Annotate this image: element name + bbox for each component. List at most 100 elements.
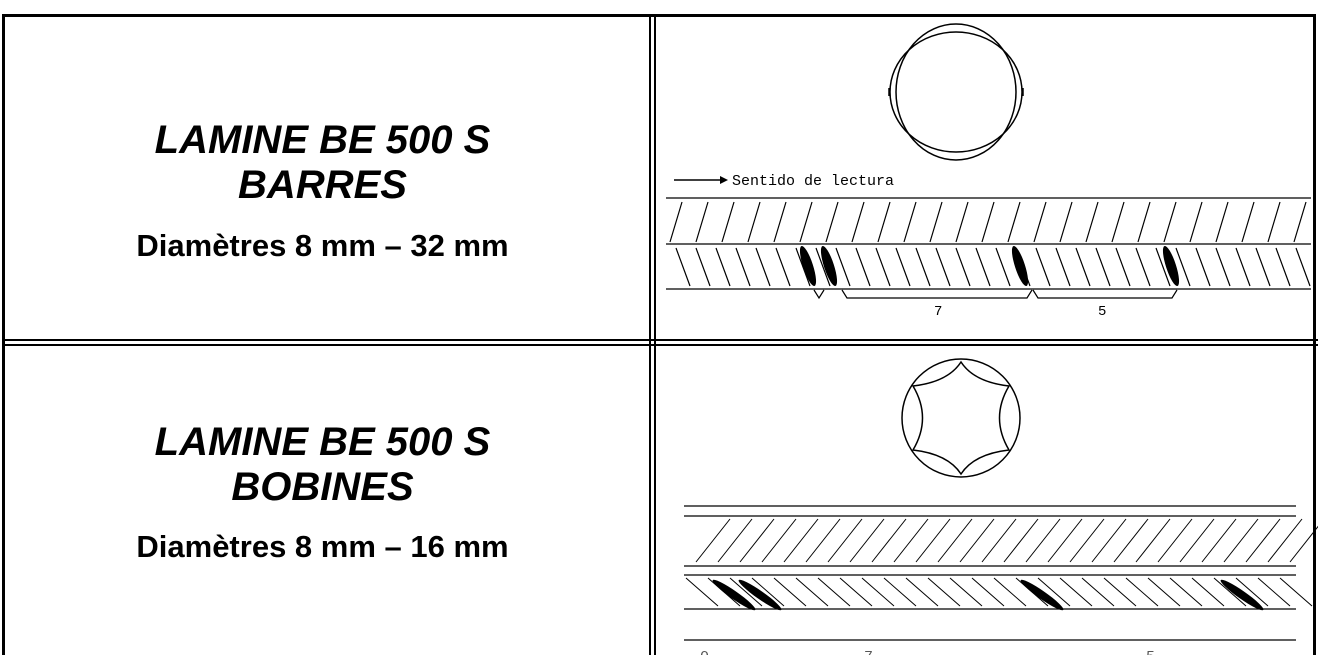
rib-line [1215, 247, 1231, 287]
rib-line [735, 247, 751, 287]
rib-line [685, 577, 719, 607]
rib-line [1095, 247, 1111, 287]
rib-line [773, 577, 807, 607]
rib-line [915, 518, 951, 563]
bobines-rib-diagram: 0 7 5 [684, 358, 1318, 655]
rib-line [1235, 247, 1251, 287]
rib-line [905, 577, 939, 607]
rib-line [773, 201, 787, 243]
rib-line [751, 577, 785, 607]
rib-line [903, 201, 917, 243]
rib-line [817, 577, 851, 607]
rib-line [1169, 577, 1203, 607]
count-braces [813, 289, 1178, 300]
rib-line [1075, 247, 1091, 287]
rib-line [877, 201, 891, 243]
rib-line [1295, 247, 1311, 287]
rib-line [1081, 577, 1115, 607]
mark-count: 5 [1146, 649, 1155, 655]
rib-line [927, 577, 961, 607]
row-divider [2, 339, 1318, 341]
rib-line [893, 518, 929, 563]
rib-line [1257, 577, 1291, 607]
rib-line [825, 201, 839, 243]
bobines-cross-section [901, 358, 1021, 478]
rib-line [929, 201, 943, 243]
rib-line [1293, 201, 1307, 243]
barres-rib-diagram: Sentido de lectura 7 5 [666, 23, 1311, 320]
upper-ribs [695, 518, 1318, 563]
rib-line [1033, 201, 1047, 243]
rib-line [669, 201, 683, 243]
mark-count: 0 [700, 649, 709, 655]
product-title: LAMINE BE 500 S BOBINES [40, 420, 605, 510]
rib-line [1213, 577, 1247, 607]
rib-line [971, 577, 1005, 607]
upper-ribs [669, 201, 1307, 243]
mark-count: 7 [934, 304, 942, 320]
rib-line [1059, 201, 1073, 243]
bar-outline [666, 197, 1311, 290]
rib-line [1135, 247, 1151, 287]
rib-line [1267, 201, 1281, 243]
rib-line [959, 518, 995, 563]
rib-line [755, 247, 771, 287]
product-title: LAMINE BE 500 S BARRES [40, 118, 605, 208]
rib-line [1091, 518, 1127, 563]
rib-line [717, 518, 753, 563]
rib-line [981, 518, 1017, 563]
rib-line [1175, 247, 1191, 287]
rib-line [815, 247, 831, 287]
rib-line [955, 201, 969, 243]
rib-line [739, 518, 775, 563]
rib-line [851, 201, 865, 243]
rib-line [1069, 518, 1105, 563]
reading-direction-label: Sentido de lectura [732, 173, 894, 190]
rib-line [1059, 577, 1093, 607]
rib-line [895, 247, 911, 287]
rib-line [1037, 577, 1071, 607]
rib-line [937, 518, 973, 563]
row-divider [2, 344, 1318, 346]
rib-line [1163, 201, 1177, 243]
rib-line [875, 247, 891, 287]
rib-line [1195, 247, 1211, 287]
rib-line [1241, 201, 1255, 243]
mark-count: 5 [1098, 304, 1106, 320]
rib-line [849, 518, 885, 563]
rib-line [805, 518, 841, 563]
rib-line [1103, 577, 1137, 607]
product-title-line1: LAMINE BE 500 S [154, 118, 491, 162]
rib-line [1191, 577, 1225, 607]
product-title-line1: LAMINE BE 500 S [154, 420, 491, 464]
lower-ribs [675, 247, 1311, 287]
rib-line [1137, 201, 1151, 243]
rib-line [949, 577, 983, 607]
rib-line [1289, 525, 1318, 563]
rib-line [1275, 247, 1291, 287]
rib-line [1157, 518, 1193, 563]
rib-line [1135, 518, 1171, 563]
column-divider [654, 14, 656, 655]
rib-line [695, 518, 731, 563]
rib-line [799, 201, 813, 243]
mark-count: 7 [864, 649, 873, 655]
rib-line [1267, 518, 1303, 563]
rib-line [855, 247, 871, 287]
rib-line [775, 247, 791, 287]
rib-line [1255, 247, 1271, 287]
rib-line [981, 201, 995, 243]
rib-line [955, 247, 971, 287]
rib-line [1155, 247, 1171, 287]
rib-line [761, 518, 797, 563]
rib-line [1201, 518, 1237, 563]
rib-line [871, 518, 907, 563]
rib-line [915, 247, 931, 287]
rib-line [975, 247, 991, 287]
rib-line [695, 247, 711, 287]
rib-line [995, 247, 1011, 287]
product-title-line2: BOBINES [231, 465, 414, 509]
diameter-range: Diamètres 8 mm – 32 mm [136, 228, 509, 263]
identification-marks [799, 245, 1180, 287]
